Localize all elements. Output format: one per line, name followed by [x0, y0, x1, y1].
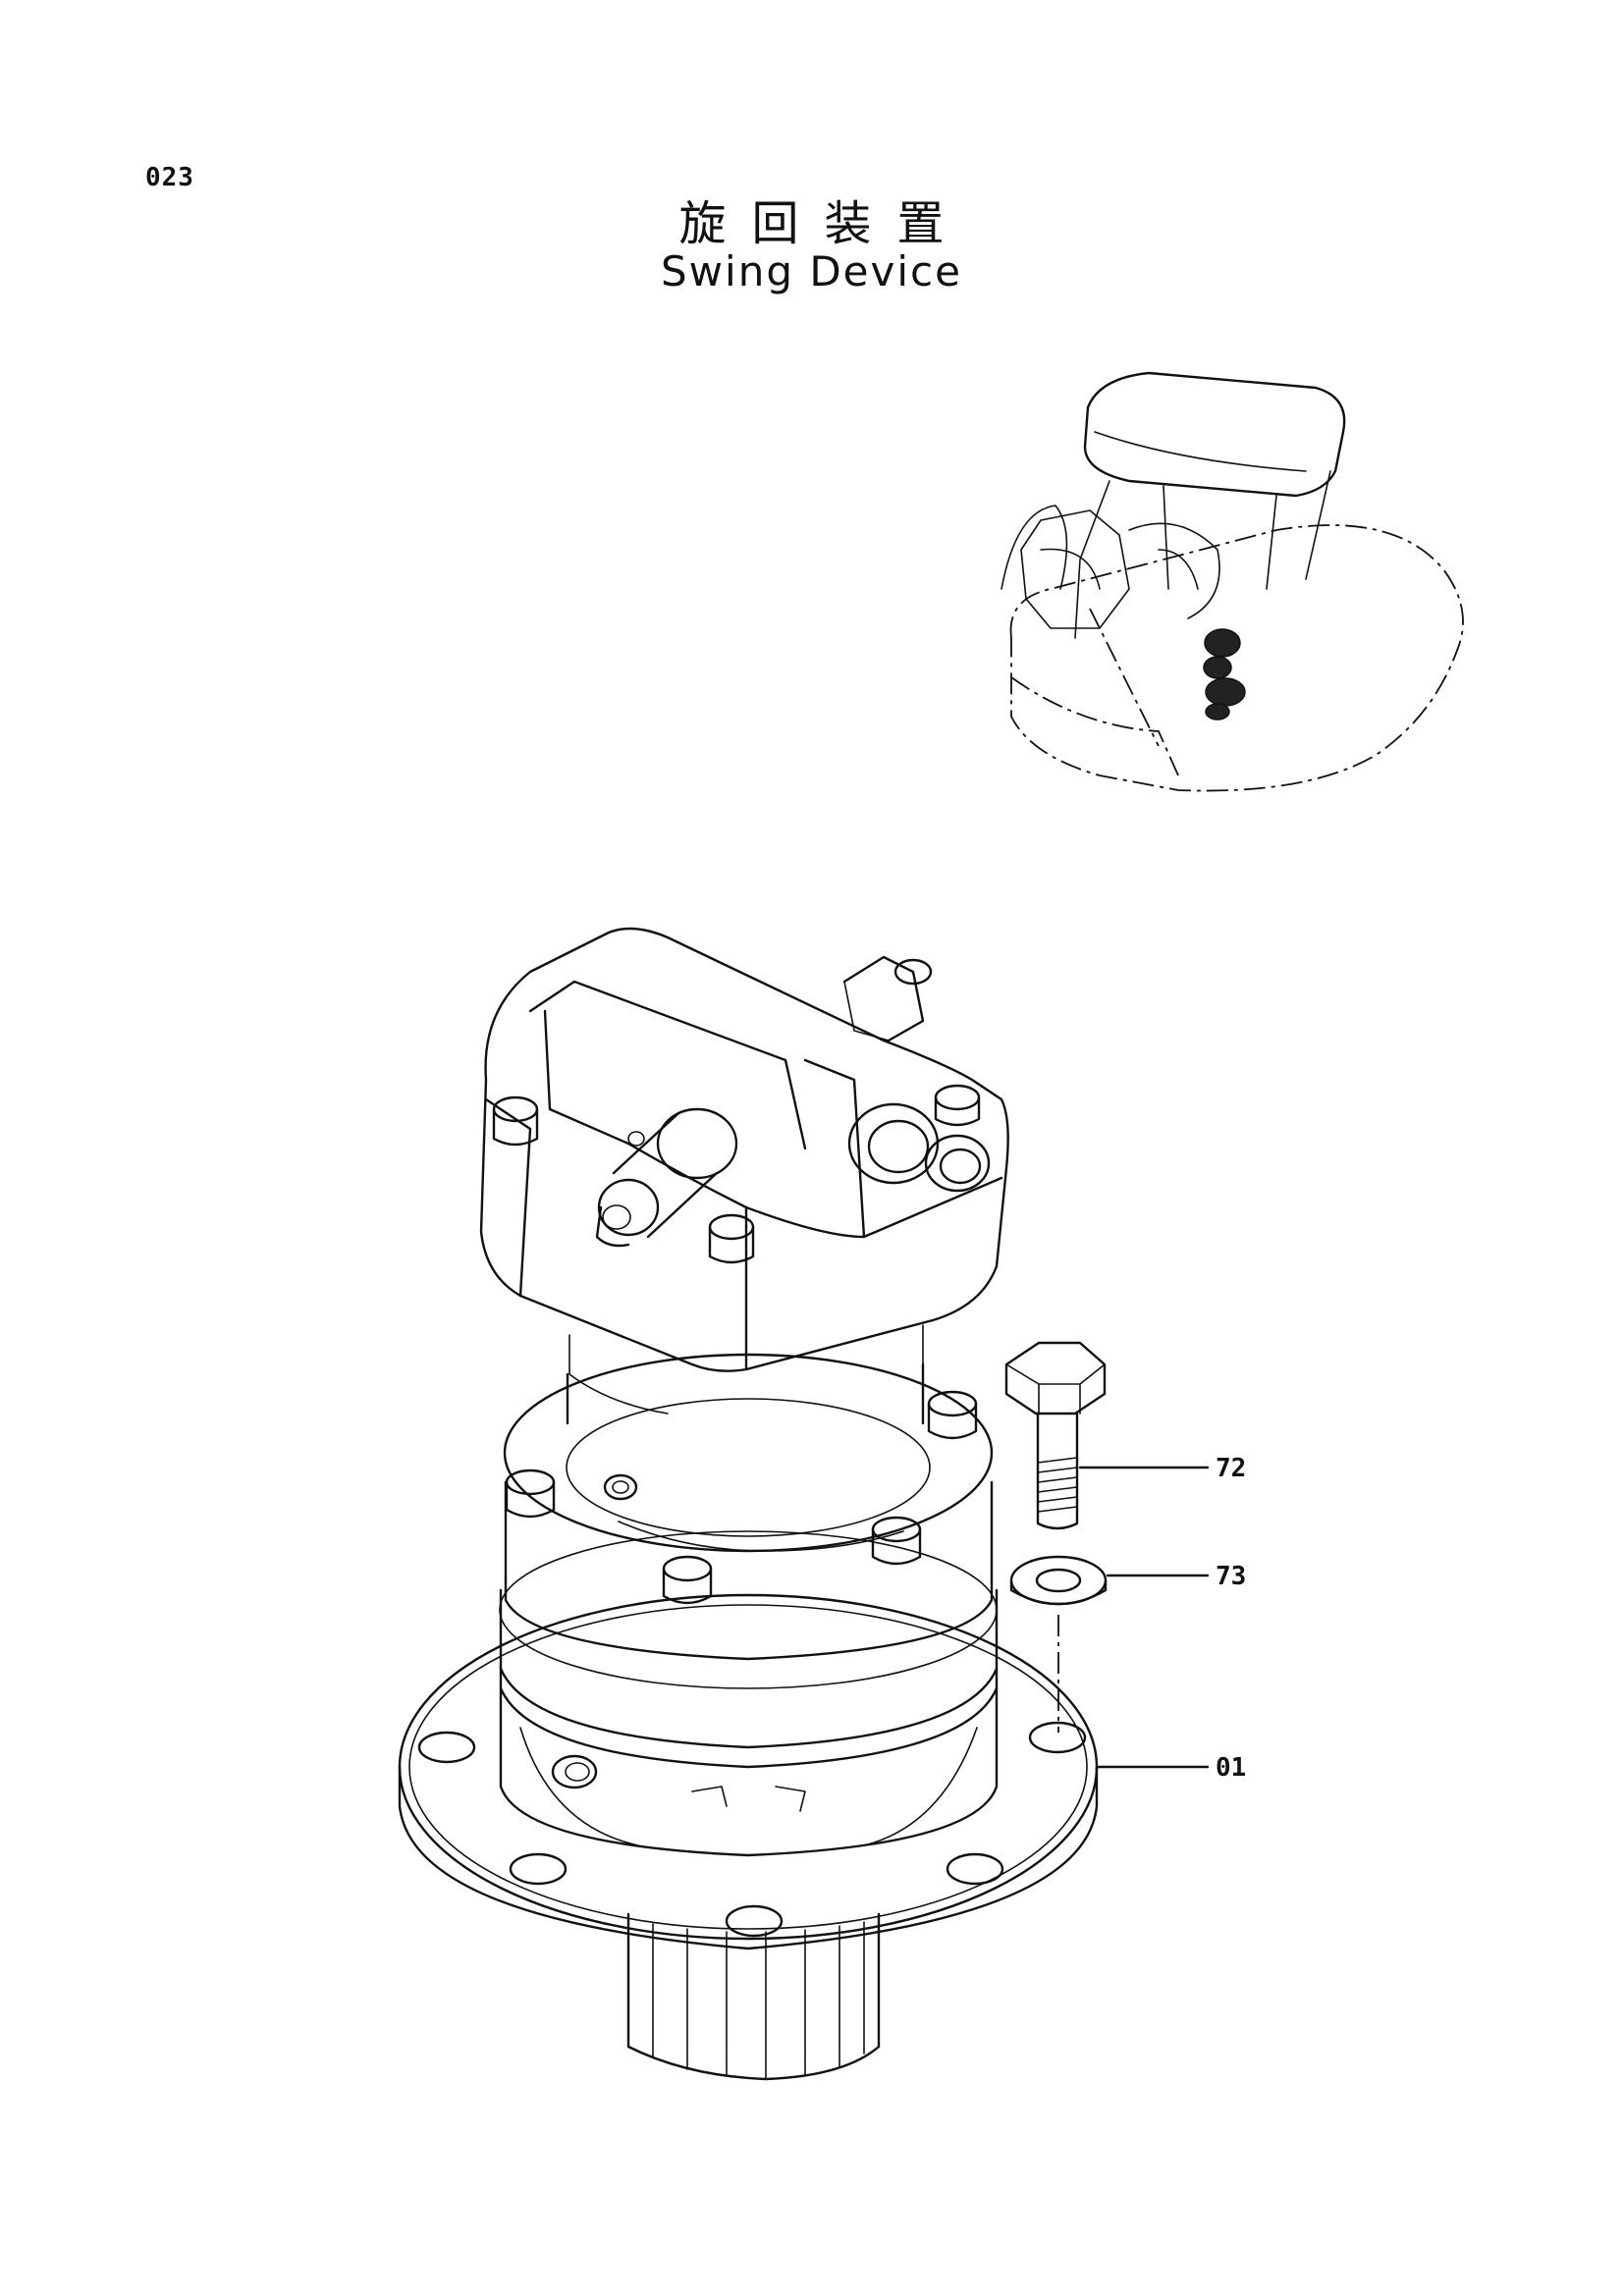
motor-adapter-cylinder [503, 1353, 994, 1661]
motor-shaft [595, 1107, 738, 1248]
page-number: 023 [145, 163, 194, 192]
cap-screw [708, 1213, 755, 1264]
swing-device-drawing [398, 927, 1108, 2081]
callout-73: 73 [1106, 1562, 1246, 1591]
pinion-gear [626, 1912, 881, 2081]
reduction-gear-housing [499, 1530, 999, 1857]
mounting-flange [398, 1593, 1099, 1950]
callout-label-72: 72 [1216, 1454, 1246, 1483]
cap-screw [492, 1095, 539, 1147]
hydraulic-motor [479, 927, 1009, 1415]
title-english: Swing Device [661, 247, 962, 295]
callout-label-73: 73 [1216, 1562, 1246, 1591]
title-japanese: 旋回装置 [678, 196, 970, 251]
bolt-part-72 [1004, 1341, 1107, 1530]
top-shaft [842, 955, 933, 1042]
callout-01: 01 [1095, 1753, 1246, 1783]
callout-label-01: 01 [1216, 1753, 1246, 1783]
cap-screw [505, 1468, 556, 1519]
cap-screw [927, 1390, 978, 1440]
cap-screw [934, 1084, 981, 1127]
callout-72: 72 [1078, 1454, 1246, 1483]
cap-screw [662, 1555, 713, 1605]
cap-screw [871, 1516, 922, 1566]
washer-part-73 [1009, 1555, 1108, 1606]
machine-location-inset [1001, 371, 1464, 792]
